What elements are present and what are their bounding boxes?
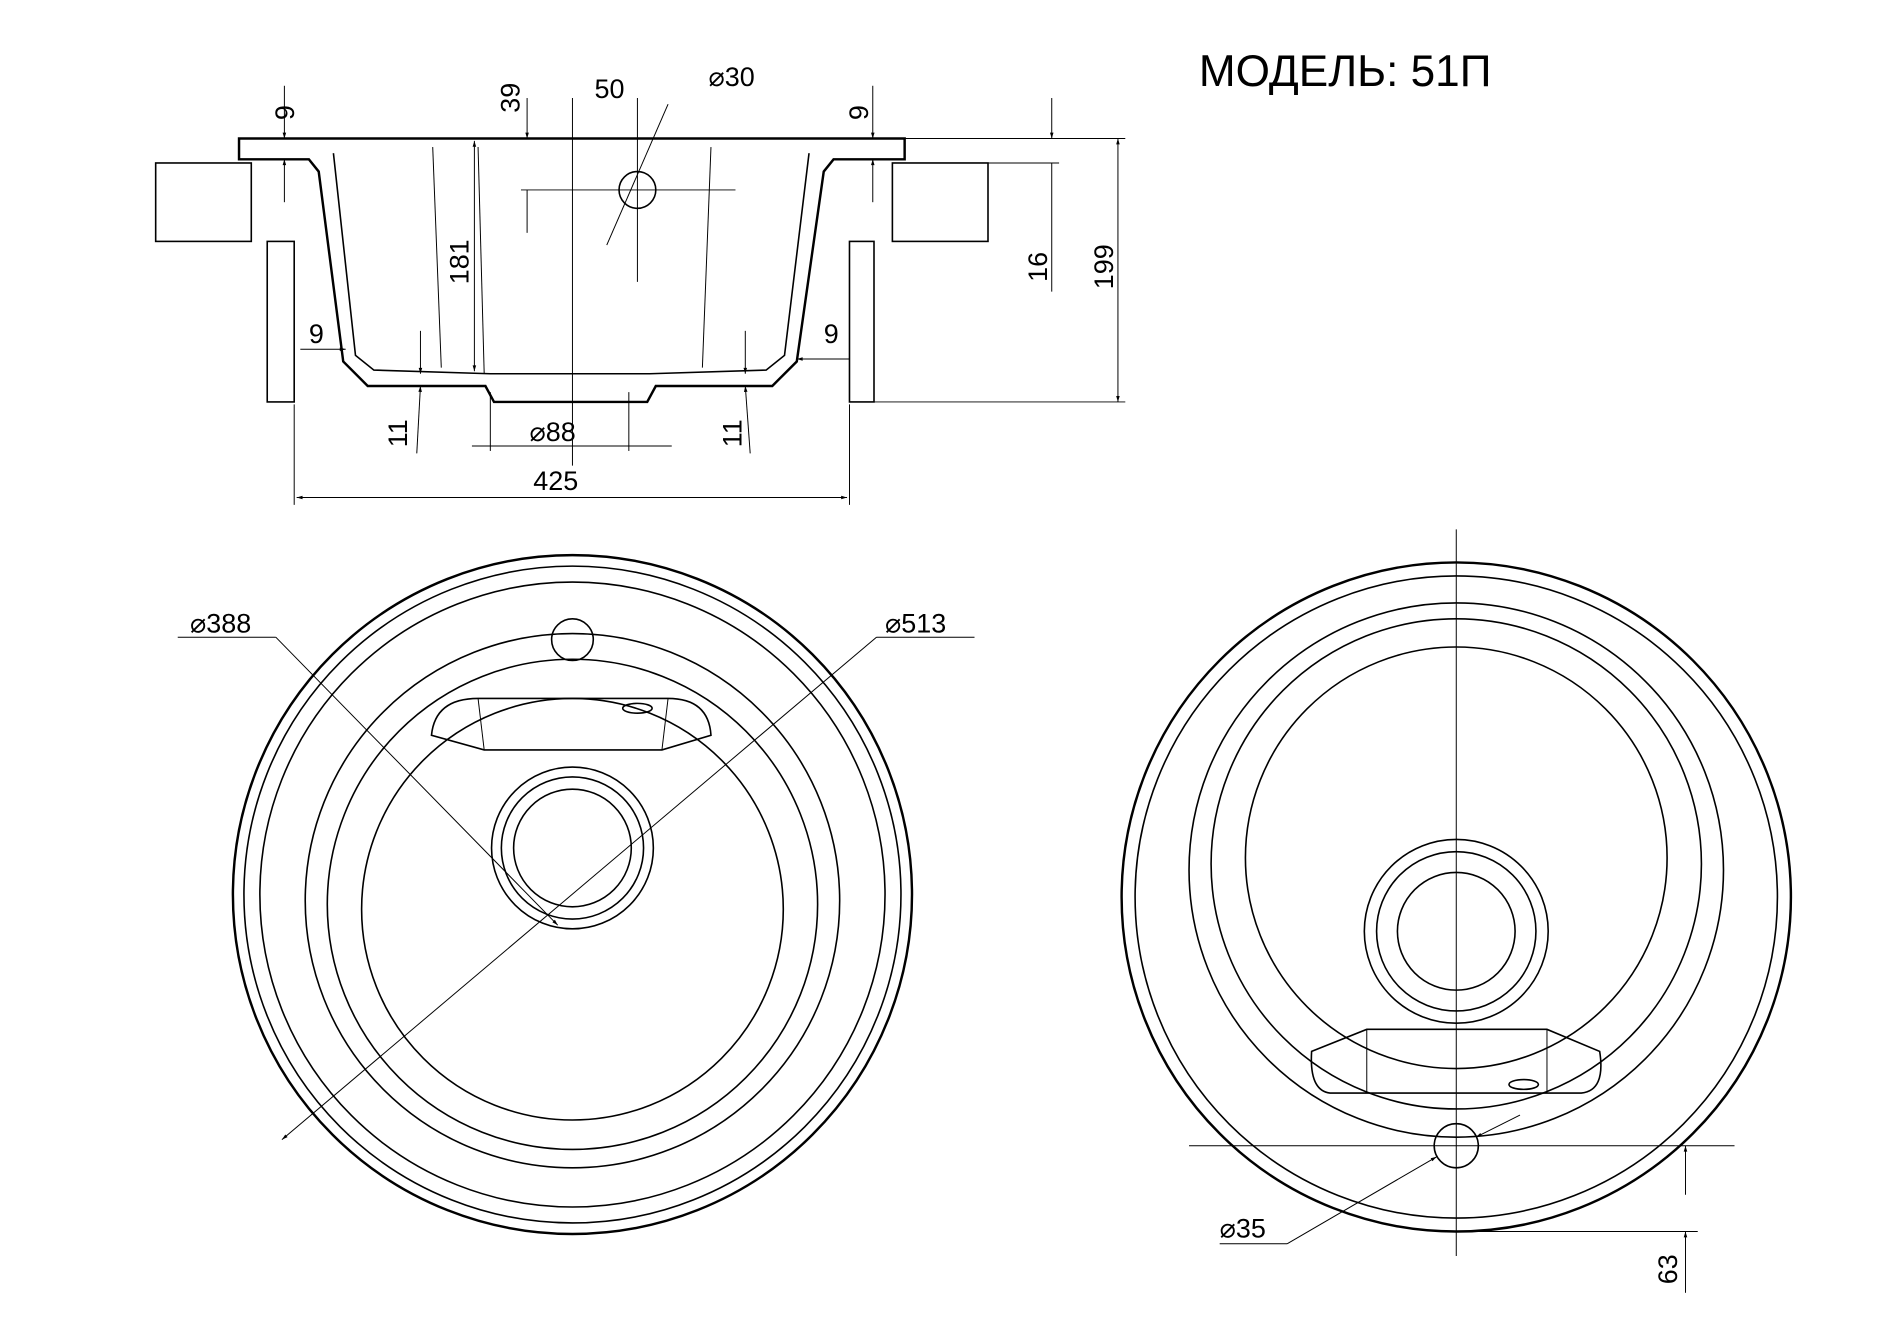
tap-hole-section — [618, 170, 657, 210]
dim-drain: ⌀88 — [530, 417, 576, 447]
dim-rim-left: 9 — [270, 105, 300, 120]
dim-rim-right: 9 — [844, 105, 874, 120]
countertop-right — [891, 162, 989, 243]
top-view: ⌀388 ⌀513 — [177, 553, 975, 1236]
dim-tap-hole-bottom: ⌀35 — [1220, 1214, 1266, 1244]
dim-tap-hole: ⌀30 — [709, 62, 755, 92]
dim-total-height: 199 — [1089, 244, 1119, 289]
sink-profile-inner — [332, 153, 810, 375]
shelf-bottom — [1310, 1028, 1602, 1094]
section-view: 9 39 50 ⌀30 9 181 16 199 9 9 11 ⌀88 11 4… — [154, 62, 1126, 505]
model-title: МОДЕЛЬ: 51П — [1199, 47, 1492, 96]
countertop-left — [154, 162, 253, 243]
dim-outer-diameter: ⌀513 — [885, 608, 946, 638]
drain-inner — [512, 788, 633, 908]
dim-bottom-left: 11 — [383, 419, 413, 447]
dim-tap-spacing: 50 — [595, 74, 625, 104]
shelf — [430, 697, 712, 751]
dim-bowl-diameter: ⌀388 — [190, 608, 251, 638]
dim-counter-thickness: 16 — [1023, 252, 1053, 282]
sink-profile-outer — [237, 137, 906, 404]
dim-bowl-depth: 181 — [444, 239, 474, 284]
bottom-view: ⌀35 63 — [1120, 529, 1793, 1293]
tap-hole-top — [550, 618, 595, 662]
drain-outer-bottom — [1363, 838, 1549, 1024]
dim-tap-offset: 39 — [496, 83, 526, 113]
dim-bottom-right: 11 — [718, 419, 748, 447]
dim-tap-offset-bottom: 63 — [1653, 1254, 1683, 1284]
cabinet-wall-left — [266, 240, 295, 403]
drain-outer — [490, 766, 655, 930]
tap-hole-bottom — [1433, 1122, 1480, 1169]
dim-cabinet-width: 425 — [533, 466, 578, 496]
cabinet-wall-right — [848, 240, 875, 403]
dim-wall-right: 9 — [824, 319, 839, 349]
sink-outer-rim — [231, 553, 914, 1236]
dim-wall-left: 9 — [309, 319, 324, 349]
